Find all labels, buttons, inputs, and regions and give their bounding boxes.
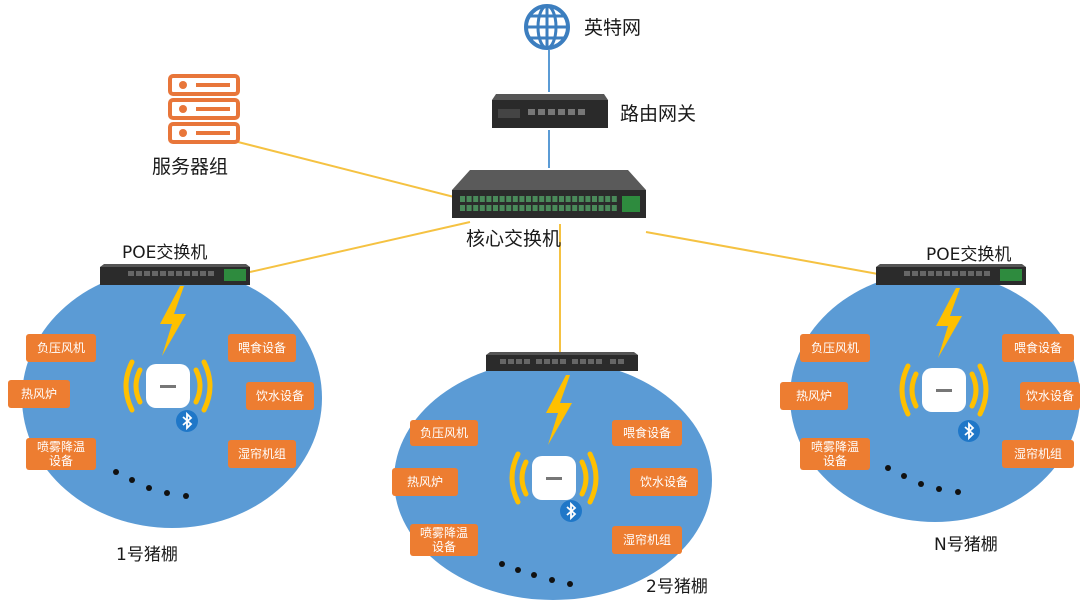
switch-port bbox=[592, 196, 597, 202]
switch-port bbox=[605, 196, 611, 202]
bluetooth-icon bbox=[560, 500, 582, 522]
device-spray-cooling: 喷雾降温 设备 bbox=[26, 438, 96, 470]
switch-port bbox=[519, 205, 525, 211]
device-wet-curtain: 湿帘机组 bbox=[612, 526, 682, 554]
device-hot-air-furnace: 热风炉 bbox=[8, 380, 70, 408]
device-water: 饮水设备 bbox=[246, 382, 314, 410]
barn-name: N号猪棚 bbox=[934, 535, 998, 555]
switch-port bbox=[460, 196, 465, 202]
switch-port bbox=[506, 196, 512, 202]
switch-port bbox=[605, 205, 611, 211]
barn-name: 2号猪棚 bbox=[646, 577, 708, 597]
switch-port bbox=[460, 205, 465, 211]
switch-port bbox=[539, 196, 545, 202]
switch-port bbox=[598, 205, 604, 211]
device-spray-cooling: 喷雾降温 设备 bbox=[800, 438, 870, 470]
core-barnN-link bbox=[645, 231, 879, 275]
device-wet-curtain: 湿帘机组 bbox=[228, 440, 296, 468]
device-hot-air-furnace: 热风炉 bbox=[392, 468, 458, 496]
switch-port bbox=[578, 205, 584, 211]
switch-port bbox=[532, 196, 538, 202]
switch-port bbox=[565, 196, 571, 202]
switch-port bbox=[559, 205, 564, 211]
wifi-ap-icon bbox=[509, 451, 599, 505]
switch-port bbox=[466, 205, 472, 211]
switch-port bbox=[611, 205, 617, 211]
device-hot-air-furnace: 热风炉 bbox=[780, 382, 848, 410]
lightning-icon bbox=[160, 286, 186, 356]
bluetooth-icon bbox=[958, 420, 980, 442]
servers-core-link bbox=[237, 141, 459, 199]
device-feeding: 喂食设备 bbox=[228, 334, 296, 362]
bluetooth-icon bbox=[176, 410, 198, 432]
server-stack-icon bbox=[168, 74, 240, 144]
switch-port bbox=[486, 196, 492, 202]
switch-port bbox=[545, 196, 551, 202]
switch-port bbox=[559, 196, 564, 202]
switch-port bbox=[526, 196, 531, 202]
core-switch-label: 核心交换机 bbox=[466, 228, 562, 250]
switch-port bbox=[545, 205, 551, 211]
switch-port bbox=[466, 196, 472, 202]
switch-port bbox=[565, 205, 571, 211]
switch-port bbox=[519, 196, 525, 202]
device-feeding: 喂食设备 bbox=[612, 420, 682, 446]
lightning-icon bbox=[936, 288, 962, 358]
switch-port bbox=[499, 205, 505, 211]
switch-port bbox=[493, 196, 498, 202]
device-negative-pressure-fan: 负压风机 bbox=[26, 334, 96, 362]
wifi-ap-icon bbox=[123, 359, 213, 413]
device-water: 饮水设备 bbox=[1020, 382, 1080, 410]
globe-icon bbox=[524, 4, 570, 50]
switch-port bbox=[598, 196, 604, 202]
core-barn1-link bbox=[249, 221, 471, 273]
switch-port bbox=[473, 196, 479, 202]
switch-port bbox=[592, 205, 597, 211]
switch-port bbox=[512, 205, 518, 211]
switch-port bbox=[572, 205, 578, 211]
switch-port bbox=[532, 205, 538, 211]
poe-switch-icon bbox=[486, 352, 638, 371]
router-icon bbox=[492, 94, 608, 128]
device-negative-pressure-fan: 负压风机 bbox=[410, 420, 478, 446]
more-dots bbox=[885, 465, 961, 495]
poe-switch-icon bbox=[876, 264, 1026, 285]
switch-port bbox=[539, 205, 545, 211]
switch-port bbox=[486, 205, 492, 211]
switch-port bbox=[611, 196, 617, 202]
switch-port bbox=[493, 205, 498, 211]
switch-port bbox=[578, 196, 584, 202]
switch-port bbox=[552, 196, 558, 202]
poe-switch-label: POE交换机 bbox=[926, 245, 1012, 265]
device-wet-curtain: 湿帘机组 bbox=[1002, 440, 1074, 468]
servers-label: 服务器组 bbox=[152, 156, 229, 178]
core-switch-icon bbox=[452, 170, 646, 218]
device-negative-pressure-fan: 负压风机 bbox=[800, 334, 870, 362]
poe-switch-label: POE交换机 bbox=[122, 243, 208, 263]
switch-port bbox=[499, 196, 505, 202]
barn-name: 1号猪棚 bbox=[116, 545, 178, 565]
switch-port bbox=[585, 205, 591, 211]
device-water: 饮水设备 bbox=[630, 468, 698, 496]
poe-switch-icon bbox=[100, 264, 250, 285]
wifi-ap-icon bbox=[899, 363, 989, 417]
internet-label: 英特网 bbox=[584, 17, 642, 39]
switch-port bbox=[506, 205, 512, 211]
switch-port bbox=[572, 196, 578, 202]
switch-port bbox=[526, 205, 531, 211]
switch-port bbox=[479, 196, 485, 202]
device-spray-cooling: 喷雾降温 设备 bbox=[410, 524, 478, 556]
more-dots bbox=[499, 561, 573, 587]
switch-port bbox=[479, 205, 485, 211]
router-label: 路由网关 bbox=[620, 103, 697, 125]
more-dots bbox=[113, 469, 189, 499]
lightning-icon bbox=[546, 375, 572, 445]
switch-port bbox=[585, 196, 591, 202]
switch-port bbox=[552, 205, 558, 211]
device-feeding: 喂食设备 bbox=[1002, 334, 1074, 362]
switch-port bbox=[512, 196, 518, 202]
switch-port bbox=[473, 205, 479, 211]
